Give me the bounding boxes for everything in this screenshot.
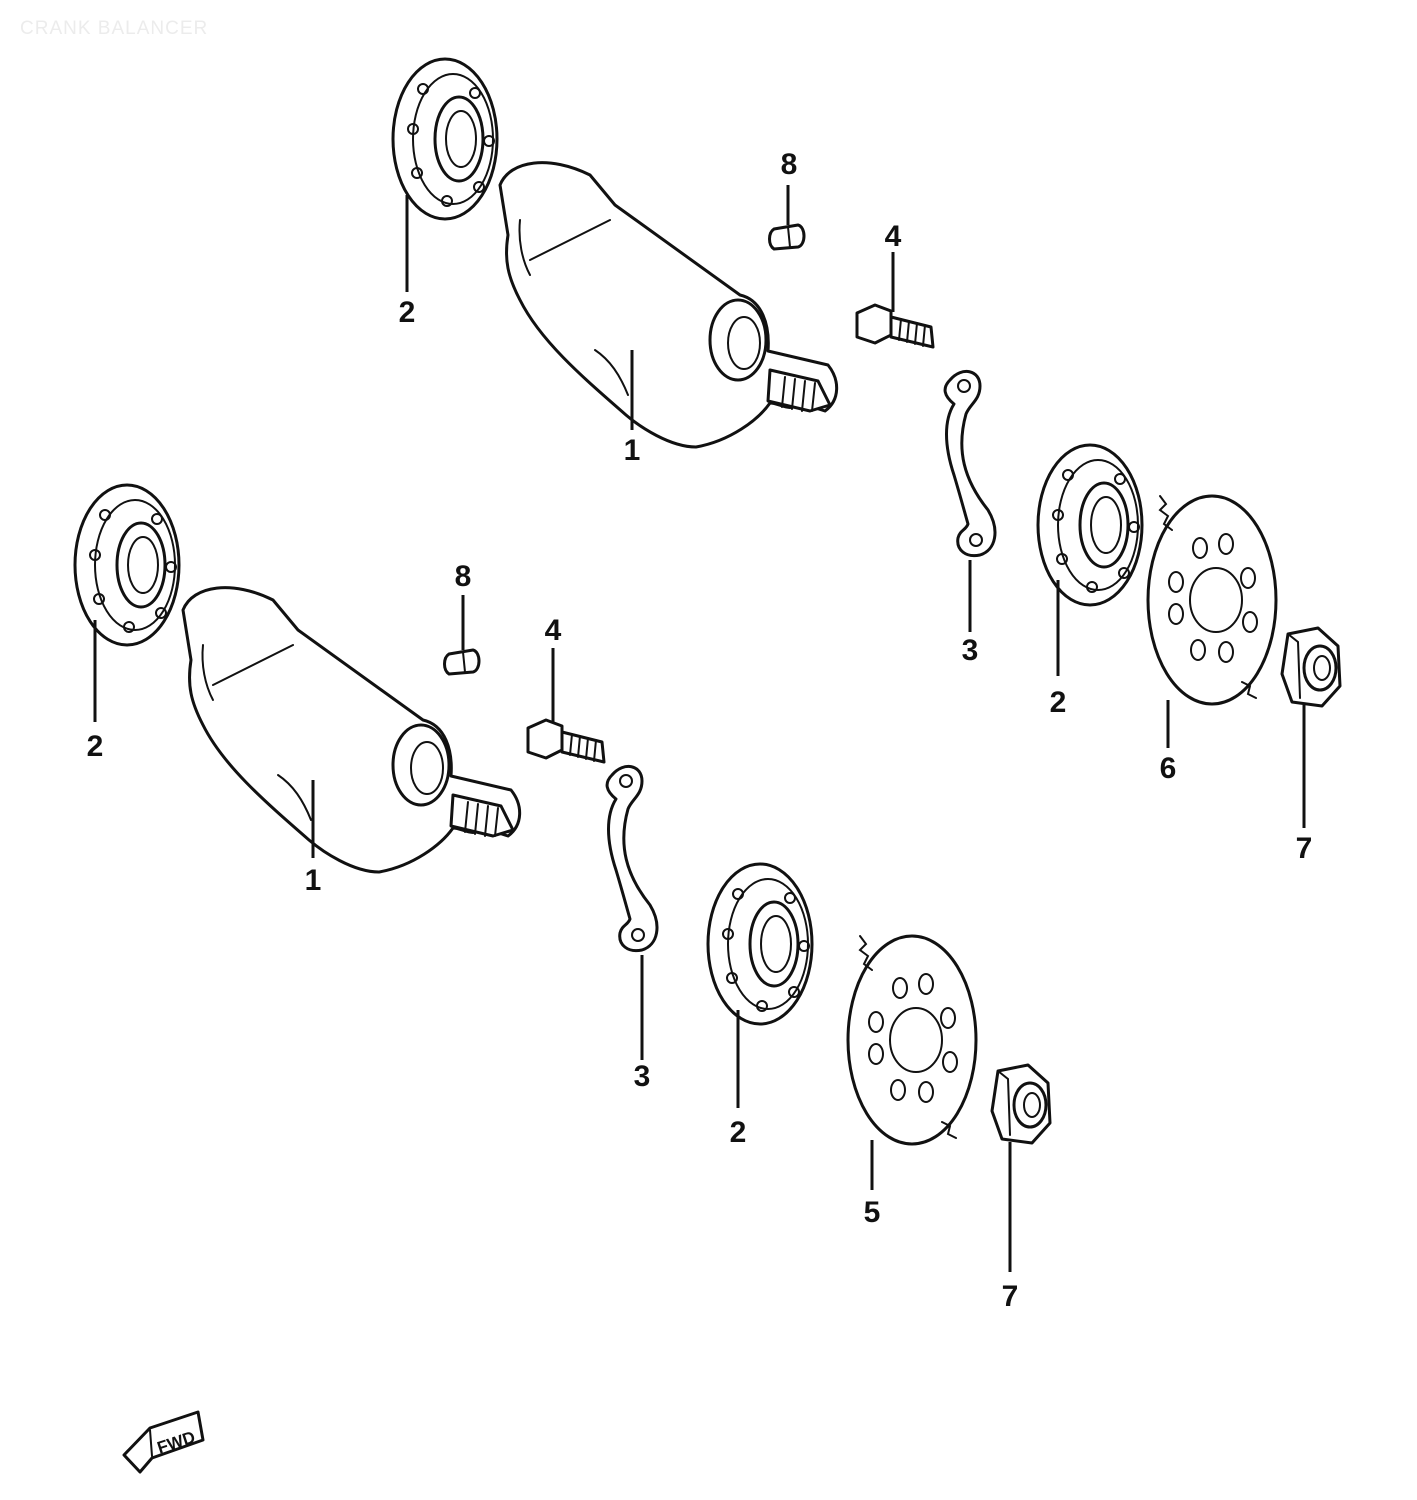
fwd-arrow: FWD xyxy=(122,1410,205,1474)
lower-balancer-shaft: 1 xyxy=(181,586,522,897)
upper-bearing-left-callout: 2 xyxy=(399,296,416,329)
diagram-title: CRANK BALANCER xyxy=(20,18,209,39)
lower-bolt-callout: 4 xyxy=(545,614,562,647)
upper-gear-callout: 6 xyxy=(1160,752,1177,785)
upper-key-callout: 8 xyxy=(781,148,798,181)
upper-plate-callout: 3 xyxy=(962,634,979,667)
lower-nut-callout: 7 xyxy=(1002,1280,1019,1313)
upper-plate: 3 xyxy=(943,369,997,667)
upper-gear: 6 xyxy=(1146,494,1278,785)
upper-bolt: 4 xyxy=(855,220,935,349)
upper-balancer-shaft: 1 xyxy=(498,161,839,467)
lower-gear-callout: 5 xyxy=(864,1196,881,1229)
upper-nut: 7 xyxy=(1280,626,1342,865)
upper-bearing-left: 2 xyxy=(391,57,499,329)
upper-bolt-callout: 4 xyxy=(885,220,902,253)
upper-assembly: 2 1 8 4 3 2 6 xyxy=(391,57,1342,865)
lower-bearing-right-callout: 2 xyxy=(730,1116,747,1149)
upper-bearing-right: 2 xyxy=(1036,443,1144,719)
lower-bearing-right: 2 xyxy=(706,862,814,1149)
upper-key: 8 xyxy=(768,148,806,251)
upper-nut-callout: 7 xyxy=(1296,832,1313,865)
lower-bearing-left: 2 xyxy=(73,483,181,763)
lower-plate: 3 xyxy=(605,764,659,1093)
upper-balancer-shaft-callout: 1 xyxy=(624,434,641,467)
lower-plate-callout: 3 xyxy=(634,1060,651,1093)
lower-key: 8 xyxy=(443,560,481,676)
lower-assembly: 2 1 8 4 3 2 5 xyxy=(73,483,1052,1313)
lower-key-callout: 8 xyxy=(455,560,472,593)
lower-bolt: 4 xyxy=(526,614,606,764)
lower-balancer-shaft-callout: 1 xyxy=(305,864,322,897)
lower-nut: 7 xyxy=(990,1063,1052,1313)
upper-bearing-right-callout: 2 xyxy=(1050,686,1067,719)
lower-gear: 5 xyxy=(846,934,978,1229)
lower-bearing-left-callout: 2 xyxy=(87,730,104,763)
